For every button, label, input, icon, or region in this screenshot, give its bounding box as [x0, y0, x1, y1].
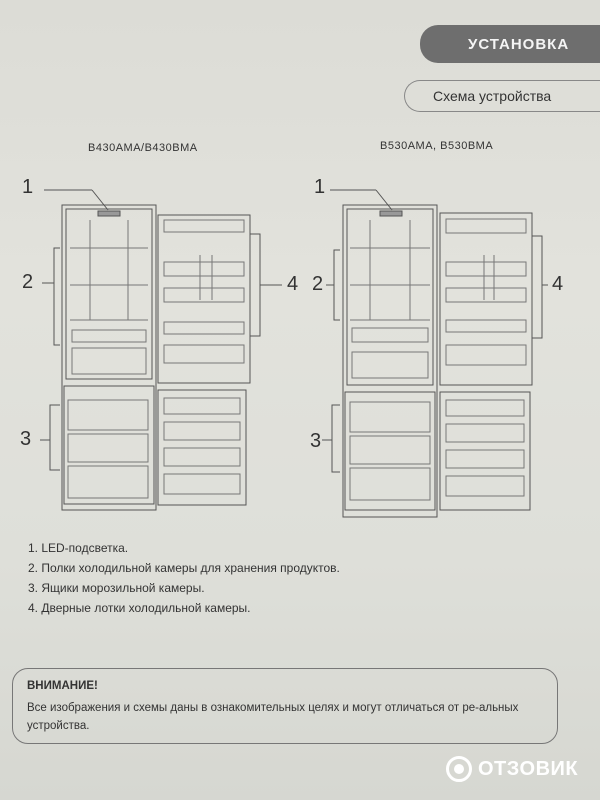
warning-box: ВНИМАНИЕ! Все изображения и схемы даны в…: [12, 668, 558, 744]
callout-2-right: 2: [312, 273, 324, 295]
warning-text: Все изображения и схемы даны в ознакомит…: [27, 702, 519, 732]
callout-4-right: 4: [552, 273, 564, 295]
section-header-tab: УСТАНОВКА: [420, 25, 600, 63]
watermark: ОТЗОВИК: [446, 756, 578, 782]
fridge-left-diagram: [40, 189, 282, 511]
otzovik-logo-icon: [446, 756, 472, 782]
callout-4-left: 4: [287, 273, 299, 295]
callout-3-left: 3: [20, 428, 32, 450]
section-title: УСТАНОВКА: [468, 35, 570, 53]
watermark-text: ОТЗОВИК: [478, 757, 579, 780]
fridge-right-diagram: [322, 189, 548, 518]
page-subtitle: Схема устройства: [433, 88, 552, 104]
warning-title: ВНИМАНИЕ!: [27, 680, 98, 692]
fridge-diagrams: [40, 189, 548, 518]
model-label-right: B530AMA, B530BMA: [380, 140, 494, 152]
callout-3-right: 3: [310, 430, 322, 452]
legend-item: 4. Дверные лотки холодильной камеры.: [28, 601, 251, 615]
callout-2-left: 2: [22, 271, 34, 293]
legend-item: 3. Ящики морозильной камеры.: [28, 581, 205, 595]
legend-item: 2. Полки холодильной камеры для хранения…: [28, 561, 340, 575]
model-label-left: B430AMA/B430BMA: [88, 142, 198, 154]
legend-list: 1. LED-подсветка. 2. Полки холодильной к…: [28, 538, 340, 618]
callout-1-right: 1: [314, 176, 326, 198]
callout-1-left: 1: [22, 176, 34, 198]
legend-item: 1. LED-подсветка.: [28, 541, 129, 555]
subtitle-box: Схема устройства: [404, 80, 600, 112]
